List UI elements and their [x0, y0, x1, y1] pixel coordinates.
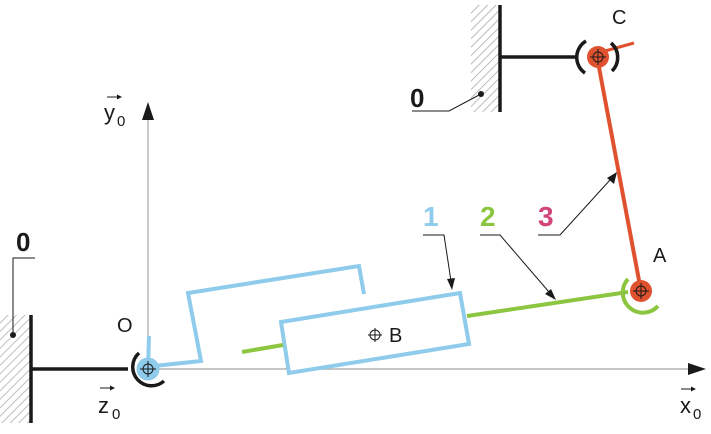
part-3-arrowhead-icon [607, 172, 617, 184]
frame-top-leader-line [412, 93, 482, 112]
point-B: B [368, 325, 402, 347]
x-vector-arrowhead-icon [691, 386, 696, 392]
part-1-arrowhead-icon [447, 278, 455, 290]
joint-O-bracket-icon [131, 351, 166, 388]
ground-frame-top: 0 [410, 5, 578, 113]
z-vector-arrowhead-icon [110, 385, 115, 391]
ground-frame-left: 0 [0, 227, 128, 423]
point-C-label: C [612, 7, 626, 29]
x-axis-subscript: 0 [693, 406, 701, 423]
z-axis-letter: z [98, 393, 109, 418]
joint-A-green-bracket-icon [620, 277, 660, 315]
part-3-label-group: 3 [538, 172, 617, 236]
part-2-label-group: 2 [480, 201, 556, 300]
part-2-rod-right [466, 290, 629, 318]
part-2-arrowhead-icon [545, 289, 556, 300]
ground-hatch-top-icon [471, 5, 500, 112]
y-axis-subscript: 0 [117, 113, 125, 130]
x-axis-letter: x [680, 393, 691, 418]
point-A-label: A [653, 245, 667, 267]
part-2-label: 2 [480, 201, 496, 232]
part-3-leader-line [538, 179, 611, 236]
part-2-rod [241, 290, 629, 354]
frame-leader-line [12, 257, 35, 335]
part-2-rod-left [241, 343, 284, 354]
joint-O: O [117, 315, 166, 388]
part-1-body [146, 263, 472, 376]
frame-top-label: 0 [410, 83, 424, 113]
part-1-label-group: 1 [423, 201, 455, 290]
joint-A: A [620, 245, 667, 315]
z-axis-label: z 0 [98, 385, 120, 423]
part-3-rod [596, 61, 643, 292]
y-vector-arrowhead-icon [117, 94, 122, 100]
x-axis-arrow-icon [688, 363, 706, 375]
part-3-tail [604, 41, 635, 53]
joint-C-bracket-icon [575, 39, 587, 75]
part-1-leader-line [423, 234, 452, 282]
x-axis-label: x 0 [680, 386, 701, 423]
part-3-link [596, 41, 643, 292]
y-axis-label: y 0 [104, 94, 125, 130]
z-axis-subscript: 0 [112, 406, 120, 423]
point-B-label: B [389, 325, 402, 347]
part-2-leader-line [480, 234, 550, 293]
joint-C-bracket-right-icon [609, 41, 620, 73]
y-axis-letter: y [104, 100, 115, 125]
axes [142, 102, 706, 375]
y-axis-arrow-icon [142, 102, 154, 120]
part-1-label: 1 [423, 201, 439, 232]
joint-C: C [575, 7, 626, 75]
frame-left-label: 0 [16, 227, 30, 257]
part-1-outer-shape [153, 263, 366, 368]
point-O-label: O [117, 315, 133, 337]
ground-hatch-icon [0, 315, 30, 423]
part-3-label: 3 [538, 201, 554, 232]
